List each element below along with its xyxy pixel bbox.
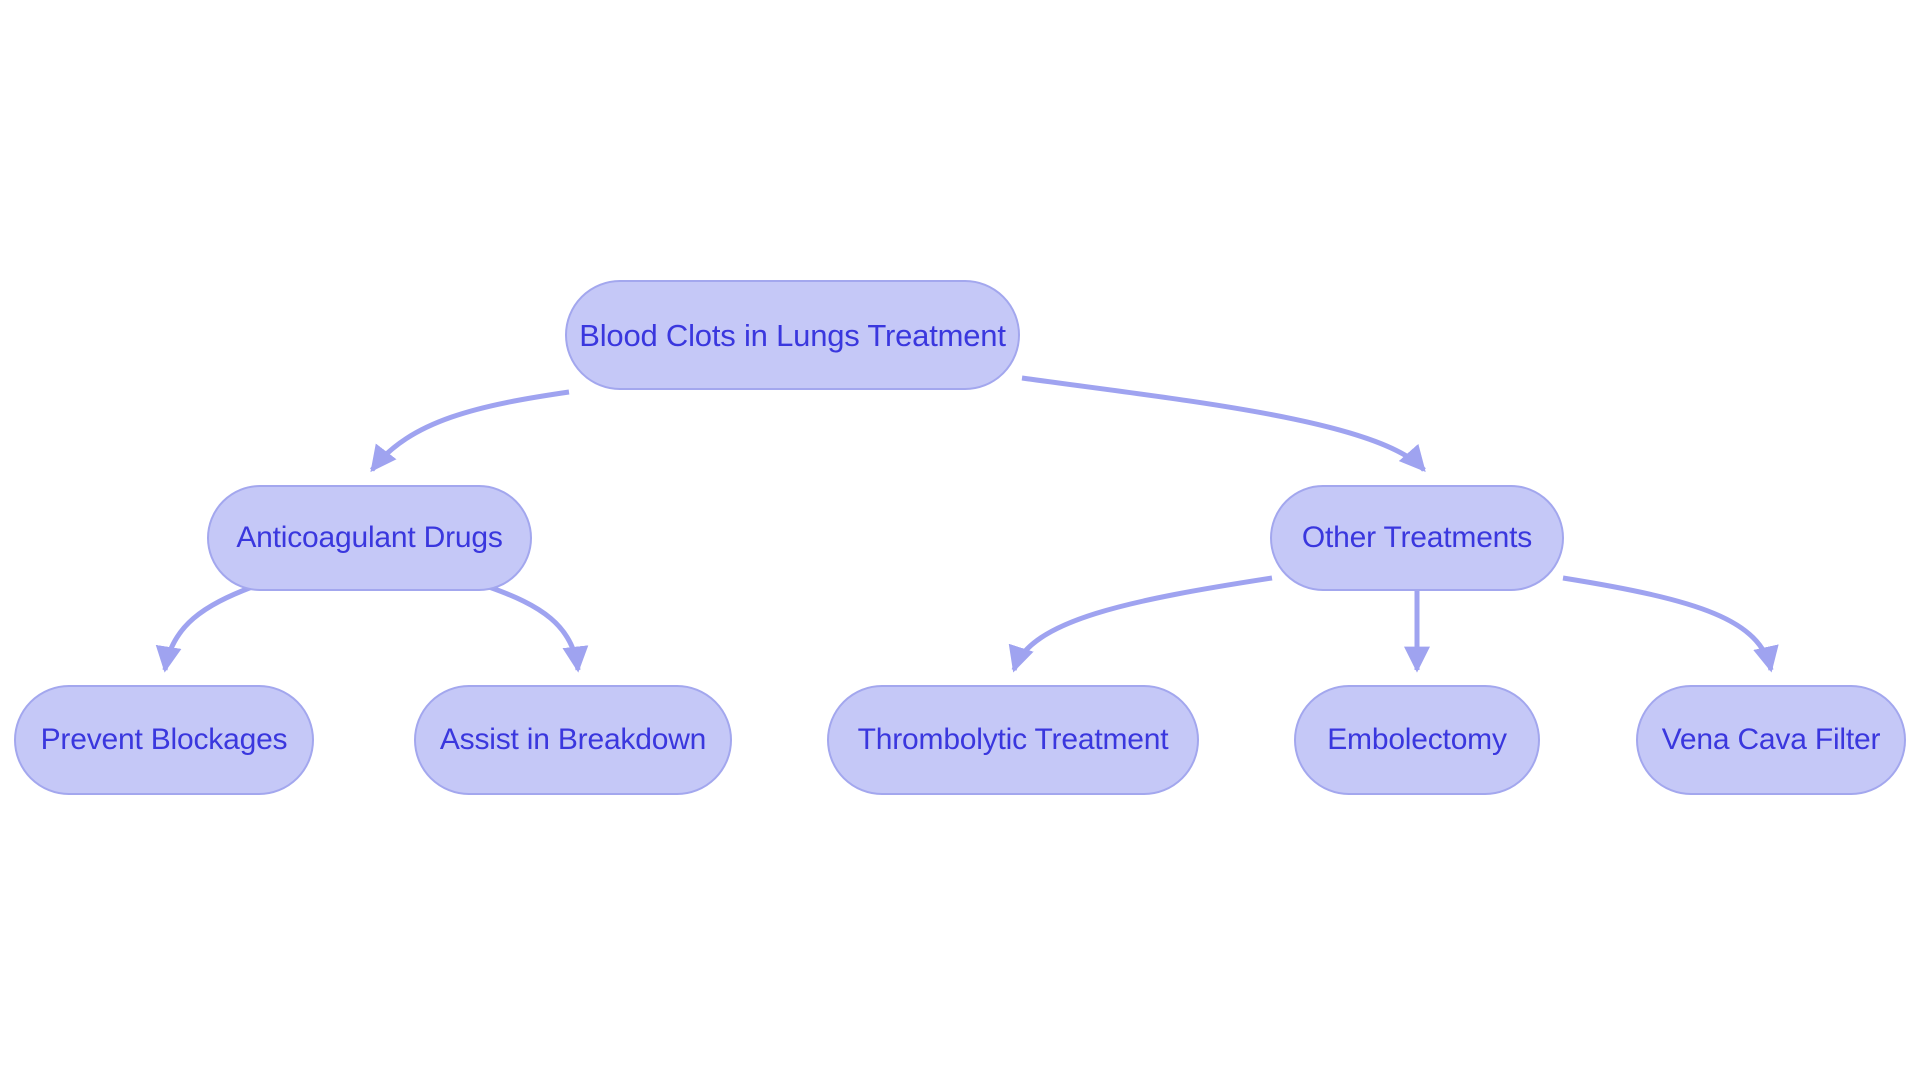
node-label: Assist in Breakdown bbox=[439, 723, 707, 756]
edge-anticoagulant-assist bbox=[488, 584, 589, 673]
node-label: Thrombolytic Treatment bbox=[857, 723, 1169, 756]
node-other-treatments[interactable]: Other Treatments bbox=[1270, 485, 1564, 591]
edge-root-other bbox=[1021, 375, 1426, 472]
node-anticoagulant-drugs[interactable]: Anticoagulant Drugs bbox=[207, 485, 532, 591]
node-vena-cava-filter[interactable]: Vena Cava Filter bbox=[1636, 685, 1906, 795]
node-embolectomy[interactable]: Embolectomy bbox=[1294, 685, 1540, 795]
node-assist-in-breakdown[interactable]: Assist in Breakdown bbox=[414, 685, 732, 795]
node-thrombolytic-treatment[interactable]: Thrombolytic Treatment bbox=[827, 685, 1199, 795]
node-label: Other Treatments bbox=[1301, 521, 1533, 554]
edge-root-anticoagulant bbox=[370, 389, 570, 473]
node-root[interactable]: Blood Clots in Lungs Treatment bbox=[565, 280, 1020, 390]
node-label: Embolectomy bbox=[1327, 723, 1507, 756]
node-prevent-blockages[interactable]: Prevent Blockages bbox=[14, 685, 314, 795]
edge-anticoagulant-prevent bbox=[155, 584, 253, 673]
node-label: Anticoagulant Drugs bbox=[236, 521, 503, 554]
node-label: Prevent Blockages bbox=[40, 723, 288, 756]
node-label: Blood Clots in Lungs Treatment bbox=[579, 317, 1006, 353]
edge-other-thrombolytic bbox=[1008, 575, 1273, 673]
node-label: Vena Cava Filter bbox=[1661, 723, 1881, 756]
edge-other-venacava bbox=[1562, 575, 1779, 673]
